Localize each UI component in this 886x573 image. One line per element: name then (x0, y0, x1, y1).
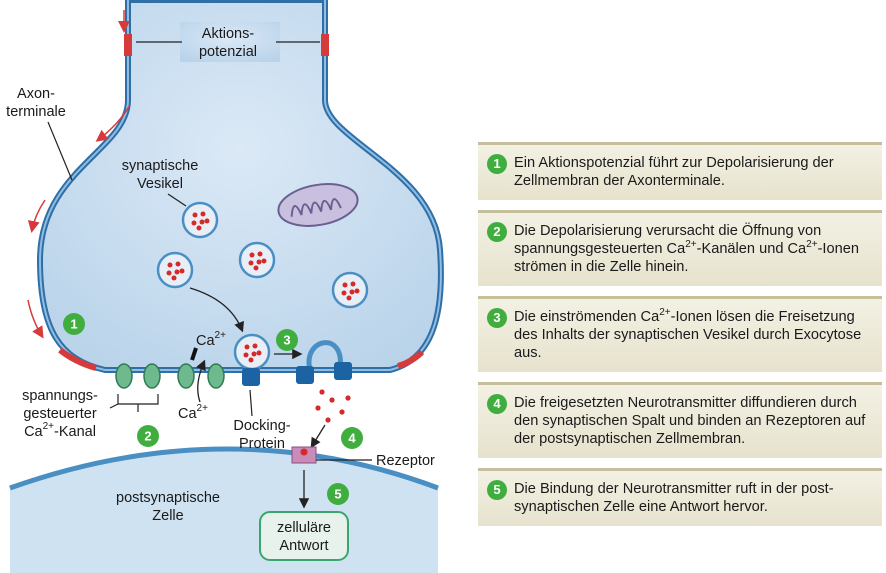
step-card-4: 4 Die freigesetzten Neurotransmitter dif… (478, 382, 882, 458)
docking-leader (249, 389, 253, 417)
calcium-channel-open (177, 363, 195, 389)
svg-text:1: 1 (70, 317, 77, 332)
action-potential-label-2: potenzial (199, 44, 257, 60)
step-number-badge: 2 (487, 222, 507, 242)
response-label-1: zelluläre (277, 520, 331, 536)
channel-label-1: spannungs- (22, 388, 98, 404)
step-number-badge: 3 (487, 308, 507, 328)
postsynaptic-membrane (9, 446, 439, 491)
vesicle (238, 241, 276, 279)
svg-text:2: 2 (144, 429, 151, 444)
depolarized-segment-right-top (321, 34, 329, 56)
cellular-response-box (259, 511, 349, 561)
calcium-label-top: Ca2+ (196, 330, 226, 349)
neurotransmitter-cloud (315, 389, 351, 423)
axon-terminal-leader (47, 121, 73, 181)
step-badge-4: 4 (341, 427, 363, 449)
step-badge-5: 5 (327, 483, 349, 505)
svg-text:4: 4 (348, 431, 356, 446)
step-card-5: 5 Die Bindung der Neurotransmitter ruft … (478, 468, 882, 526)
action-potential-label-1: Aktions- (202, 26, 255, 42)
calcium-channel-gate (190, 347, 198, 361)
step-badge-3: 3 (276, 329, 298, 351)
propagation-arrow-3 (27, 199, 46, 233)
svg-text:5: 5 (334, 487, 341, 502)
docking-protein (242, 368, 260, 386)
step-text: Ein Aktionspotenzial führt zur Depolaris… (514, 155, 834, 189)
vesicle (156, 251, 194, 289)
axon-terminal-label-1: Axon- (17, 86, 55, 102)
step-number-badge: 4 (487, 394, 507, 414)
response-label-2: Antwort (279, 538, 328, 554)
vesicle-transport-arrow (189, 287, 244, 333)
vesicle-label-1: synaptische (122, 158, 199, 174)
step-number-badge: 1 (487, 154, 507, 174)
axon-terminal-label-2: terminale (6, 104, 66, 120)
docking-label-2: Protein (239, 436, 285, 452)
step-card-3: 3 Die einströmenden Ca2+-Ionen lösen die… (478, 296, 882, 372)
calcium-channel-open (207, 363, 225, 389)
vesicle (181, 201, 219, 239)
propagation-arrow-4 (27, 299, 44, 339)
channel-bracket (117, 394, 159, 412)
docked-vesicle (233, 333, 271, 371)
depolarized-segment-right-bottom (397, 349, 425, 369)
docking-protein (334, 362, 352, 380)
depolarized-segment-left-bottom (58, 347, 97, 371)
vesicle-label-2: Vesikel (137, 176, 183, 192)
step-card-2: 2 Die Depolarisierung verursacht die Öff… (478, 210, 882, 286)
exocytosis-vesicle (306, 340, 343, 371)
mitochondrion (277, 183, 359, 227)
receptor-label: Rezeptor (376, 453, 435, 469)
bound-neurotransmitter (300, 448, 308, 456)
step-badge-1: 1 (63, 313, 85, 335)
postsynaptic-label-1: postsynaptische (116, 490, 220, 506)
propagation-arrow-2 (95, 104, 131, 142)
step-number-badge: 5 (487, 480, 507, 500)
channel-leader (109, 403, 119, 409)
docking-label-1: Docking- (233, 418, 290, 434)
calcium-channel (143, 363, 161, 389)
step-card-1: 1 Ein Aktionspotenzial führt zur Depolar… (478, 142, 882, 200)
calcium-label-bottom: Ca2+ (178, 403, 208, 422)
channel-label-3: Ca2+-Kanal (24, 421, 96, 440)
svg-text:3: 3 (283, 333, 290, 348)
vesicle-leader (167, 193, 187, 207)
docking-protein (296, 366, 314, 384)
depolarized-segment-left-top (124, 34, 132, 56)
diffusion-arrow (310, 424, 326, 449)
calcium-channel (115, 363, 133, 389)
step-text: Die einströmenden Ca2+-Ionen lösen die F… (514, 307, 862, 361)
step-text: Die freigesetzten Neurotransmitter diffu… (514, 395, 866, 447)
channel-label-2: gesteuerter (23, 406, 97, 422)
step-text: Die Bindung der Neurotransmitter ruft in… (514, 481, 834, 515)
step-text: Die Depolarisierung verursacht die Öffnu… (514, 223, 859, 275)
step-badge-2: 2 (137, 425, 159, 447)
vesicle (331, 271, 369, 309)
calcium-influx-arrow (196, 359, 206, 403)
postsynaptic-label-2: Zelle (152, 508, 183, 524)
